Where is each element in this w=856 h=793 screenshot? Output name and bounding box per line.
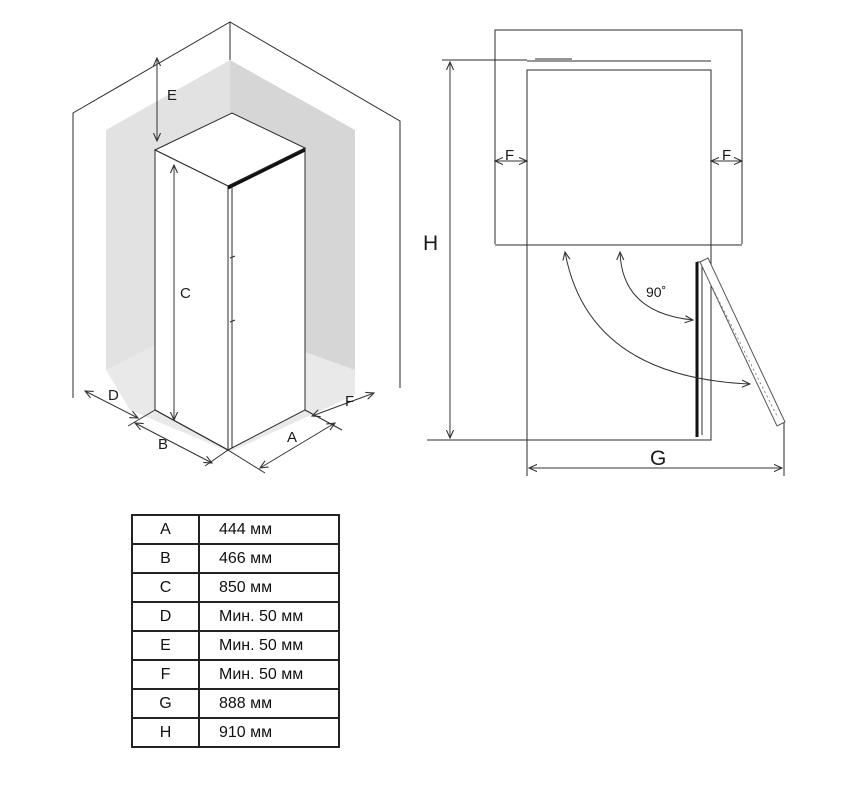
fridge-front-door: [227, 147, 306, 451]
dimension-value: 850 мм: [198, 572, 340, 603]
plan-view: H G F F 90˚: [423, 29, 786, 476]
door-open: [699, 257, 786, 427]
label-b: B: [158, 436, 168, 453]
dimension-value: 444 мм: [198, 514, 340, 545]
dimension-value: 888 мм: [198, 688, 340, 719]
wall-right: [229, 21, 401, 388]
fridge-plan-top: [526, 69, 712, 246]
door-top-edge: [227, 148, 306, 190]
label-h: H: [423, 232, 438, 255]
label-e: E: [167, 87, 177, 104]
dimension-key: A: [131, 514, 200, 545]
label-g: G: [650, 447, 666, 470]
recess-outline: [494, 29, 743, 244]
swing-arc-full: [565, 252, 750, 384]
isometric-view: E C D B A F: [72, 21, 401, 474]
label-f-left: F: [505, 147, 514, 164]
dimension-f-iso-arrow: [312, 393, 374, 416]
dimension-a-arrow: [260, 423, 335, 468]
dimension-value: 466 мм: [198, 543, 340, 574]
fridge-left-side: [154, 149, 229, 451]
label-f-right: F: [722, 147, 731, 164]
dimension-key: F: [131, 659, 200, 690]
dimension-key: B: [131, 543, 200, 574]
label-a: A: [287, 429, 297, 446]
dimension-d-arrow: [85, 391, 138, 418]
label-angle: 90˚: [646, 284, 666, 300]
dimension-key: E: [131, 630, 200, 661]
label-c: C: [180, 285, 191, 302]
label-d: D: [108, 387, 119, 404]
dimension-key: C: [131, 572, 200, 603]
fridge-plan-body: [526, 245, 712, 441]
dimension-value: 910 мм: [198, 717, 340, 748]
dimension-value: Мин. 50 мм: [198, 630, 340, 661]
dimension-value: Мин. 50 мм: [198, 659, 340, 690]
dimension-value: Мин. 50 мм: [198, 601, 340, 632]
dimension-b-arrow: [135, 423, 212, 463]
dimension-key: D: [131, 601, 200, 632]
dimension-key: H: [131, 717, 200, 748]
installation-diagram: E C D B A F: [72, 21, 786, 476]
dimension-key: G: [131, 688, 200, 719]
label-f-iso: F: [345, 393, 354, 410]
